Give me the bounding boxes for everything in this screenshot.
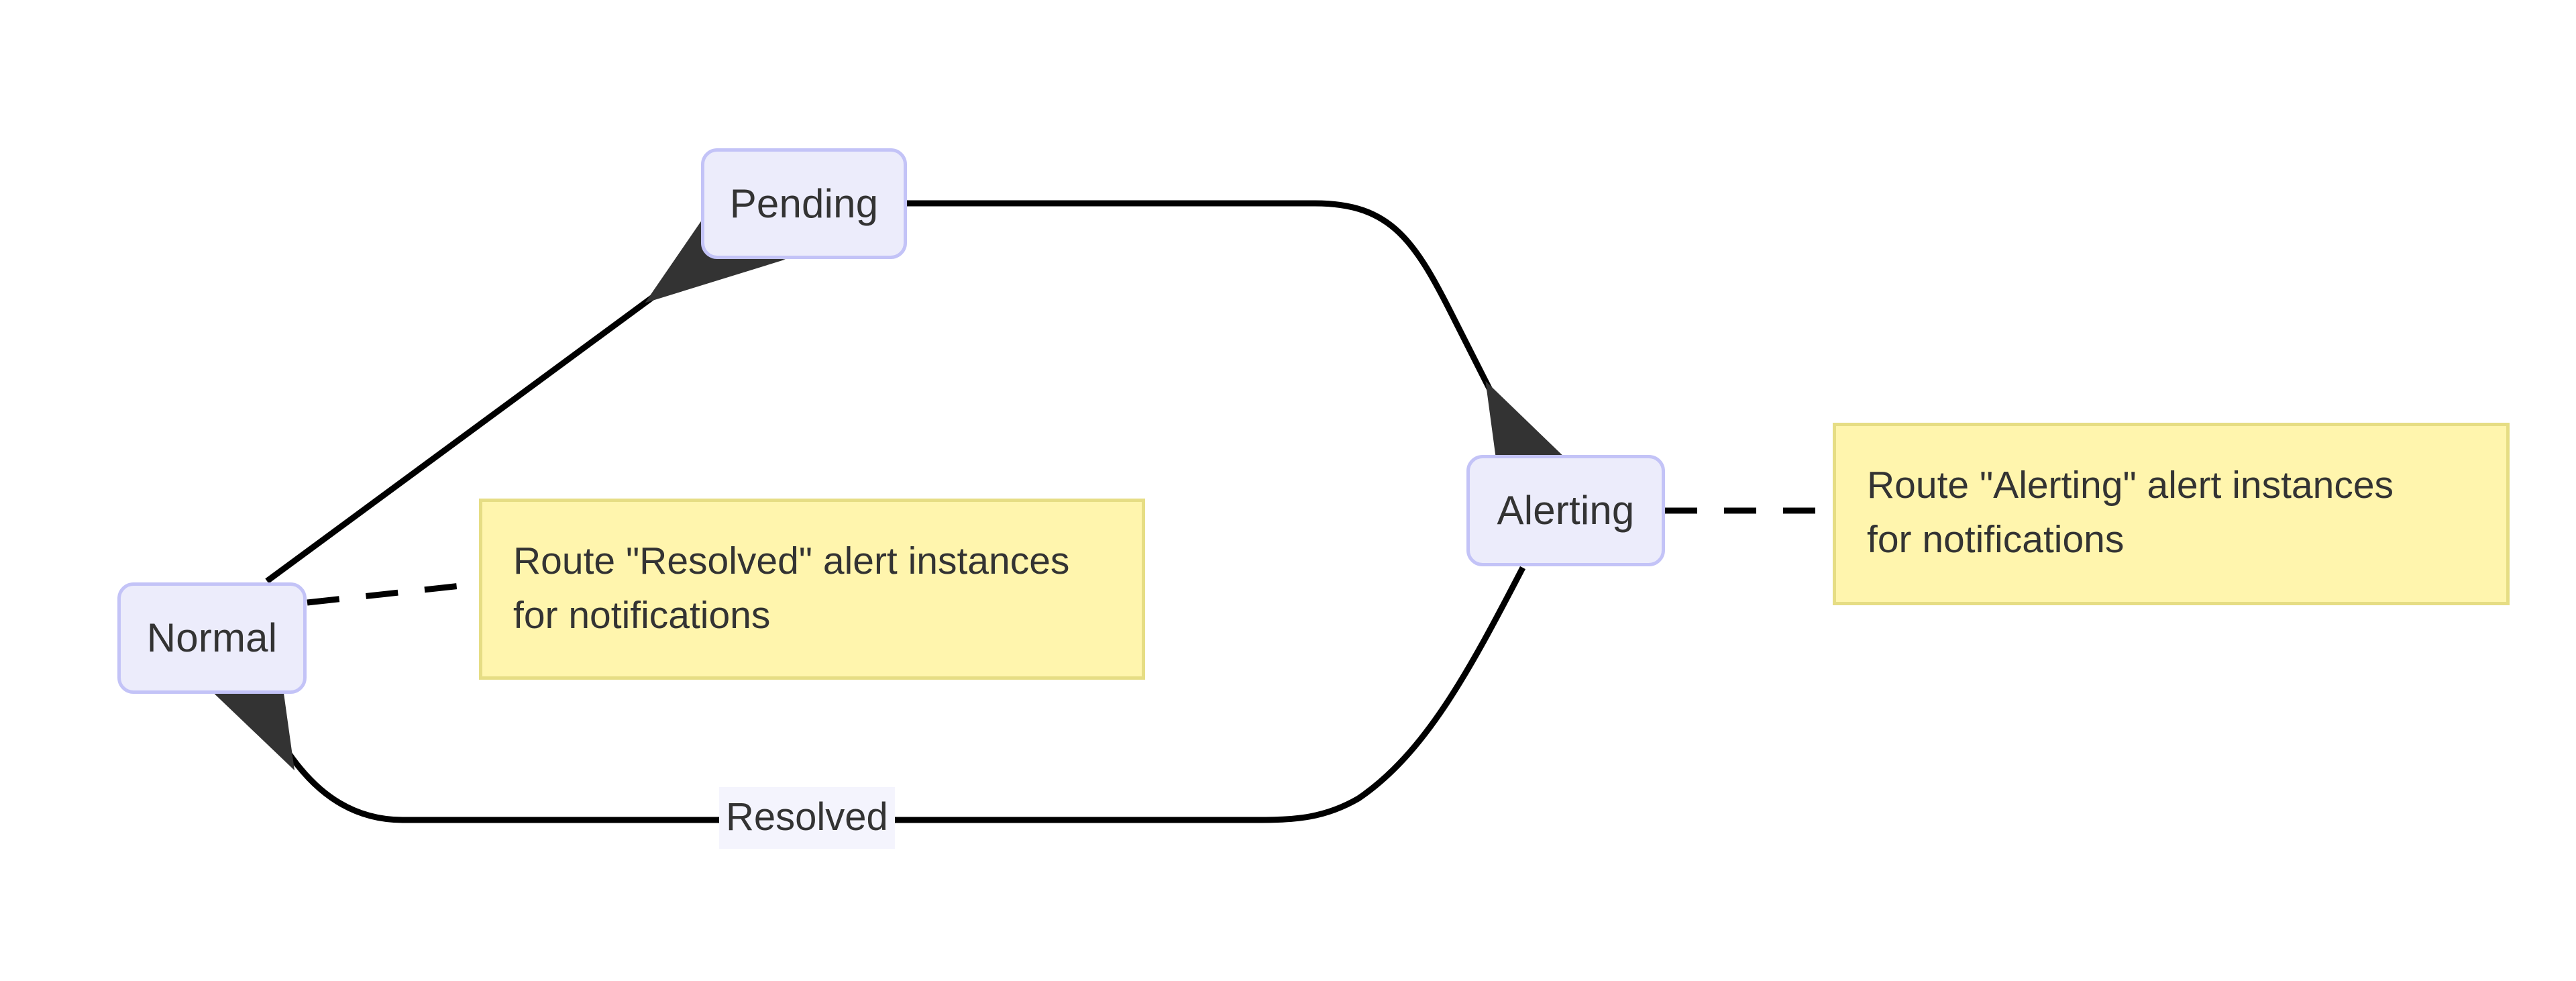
note-resolved: Route "Resolved" alert instances for not… [479,499,1145,680]
note-alerting-line-1: Route "Alerting" alert instances [1867,464,2394,507]
node-normal-label: Normal [146,615,278,660]
node-normal[interactable]: Normal [117,582,307,694]
node-pending[interactable]: Pending [701,148,907,259]
edge-normal-to-note-resolved [307,580,480,606]
node-pending-label: Pending [729,180,879,226]
edge-alerting-to-normal [188,566,1525,823]
note-resolved-line-1: Route "Resolved" alert instances [513,539,1070,582]
note-alerting: Route "Alerting" alert instances for not… [1833,423,2510,605]
edge-pending-to-alerting [907,200,1592,527]
node-alerting[interactable]: Alerting [1466,455,1665,566]
note-alerting-line-2: for notifications [1867,517,2125,561]
edge-label-resolved-text: Resolved [726,795,888,839]
edge-label-resolved: Resolved [719,787,895,849]
node-alerting-label: Alerting [1497,488,1635,533]
edge-normal-to-pending [265,181,786,584]
note-resolved-line-2: for notifications [513,593,771,637]
